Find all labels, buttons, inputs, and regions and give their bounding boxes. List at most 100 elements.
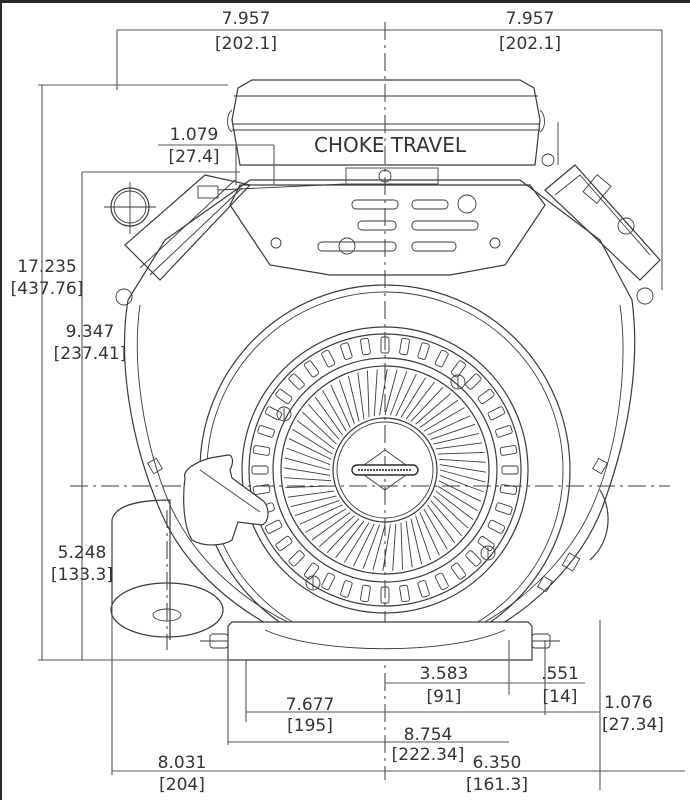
dim-8031: 8.031 [204]	[158, 753, 207, 795]
fan-slot	[495, 425, 513, 438]
fan-fin	[430, 423, 476, 440]
fan-fin	[322, 390, 347, 432]
fan-slot	[499, 445, 518, 456]
fan-fin	[308, 403, 340, 440]
fan-slot	[252, 484, 271, 495]
fan-fin	[294, 500, 340, 517]
fan-fin	[372, 524, 386, 571]
fan-slot	[487, 406, 506, 421]
fan-slot	[252, 445, 271, 456]
fan-fin	[433, 495, 469, 529]
svg-text:5.248: 5.248	[58, 543, 107, 563]
fan-slot	[360, 337, 371, 356]
fan-fin	[283, 467, 331, 476]
svg-text:.551: .551	[541, 664, 579, 684]
fan-slot	[495, 502, 513, 515]
fan-fin	[439, 469, 486, 483]
fan-fin	[405, 520, 413, 568]
fan-slot	[340, 580, 353, 598]
fan-slot	[450, 562, 467, 580]
svg-text:9.347: 9.347	[66, 322, 115, 342]
dimension-lines	[38, 29, 685, 790]
svg-text:[161.3]: [161.3]	[466, 775, 528, 795]
fan-slot	[264, 406, 283, 421]
fan-screw	[480, 545, 496, 561]
dim-7677: 7.677 [195]	[286, 695, 335, 736]
fan-fin	[419, 512, 440, 556]
fan-slot	[477, 388, 495, 405]
fan-fin	[439, 474, 484, 493]
fan-fin	[373, 369, 378, 417]
fan-slot	[501, 465, 519, 475]
fan-slot	[434, 572, 449, 591]
fan-fin	[367, 370, 370, 418]
fan-fin	[382, 524, 391, 572]
fan-slot	[288, 550, 305, 567]
fan-fin	[353, 523, 375, 567]
fan-slot	[321, 349, 336, 368]
fan-slot	[380, 336, 390, 354]
mounting-base	[200, 621, 560, 661]
fan-slot	[340, 342, 353, 360]
fan-fin	[400, 377, 427, 418]
fan-fin	[435, 490, 474, 520]
fan-fin	[438, 458, 486, 463]
svg-text:7.957: 7.957	[506, 9, 555, 29]
svg-text:7.957: 7.957	[222, 9, 271, 29]
fan-slots	[251, 336, 519, 604]
recoil-fan	[241, 326, 529, 614]
fan-slot	[417, 342, 430, 360]
svg-text:1.079: 1.079	[170, 125, 219, 145]
dim-3583: 3.583 [91]	[420, 664, 469, 707]
dim-choke-travel: 1.079 [27.4]	[168, 125, 219, 167]
svg-text:[91]: [91]	[427, 687, 462, 707]
svg-text:7.677: 7.677	[286, 695, 335, 715]
fan-slot	[288, 373, 305, 390]
fan-fin	[343, 522, 370, 563]
svg-text:[195]: [195]	[287, 716, 333, 736]
svg-text:[27.4]: [27.4]	[168, 147, 219, 167]
fan-fin	[285, 485, 333, 488]
fan-slot	[487, 519, 506, 534]
dim-top-right-width: 7.957 [202.1]	[499, 9, 561, 54]
svg-text:[27.34]: [27.34]	[602, 715, 664, 735]
fan-fin	[296, 420, 335, 450]
fan-slot	[251, 465, 269, 475]
starter-handle	[183, 454, 269, 546]
fan-fin	[439, 464, 487, 473]
fan-fin	[427, 415, 471, 436]
choke-travel-label: CHOKE TRAVEL	[314, 133, 467, 157]
starter-motor	[110, 499, 224, 650]
fan-fin	[287, 490, 335, 498]
fan-slot	[450, 360, 467, 378]
svg-text:3.583: 3.583	[420, 664, 469, 684]
right-bracket	[541, 122, 661, 305]
fan-fin	[423, 508, 448, 550]
fan-fin	[405, 381, 435, 420]
fan-fin	[286, 447, 331, 466]
fan-slot	[399, 584, 410, 603]
svg-text:[437.76]: [437.76]	[11, 279, 84, 299]
svg-text:[202.1]: [202.1]	[499, 34, 561, 54]
fan-fin	[305, 508, 347, 533]
fan-fin	[284, 457, 331, 471]
right-fittings	[147, 457, 609, 593]
svg-text:[222.34]: [222.34]	[392, 745, 465, 765]
control-panel	[229, 167, 546, 276]
fan-slot	[477, 535, 495, 552]
fan-fin	[438, 480, 482, 502]
fan-fin	[400, 522, 403, 570]
fan-slot	[499, 484, 518, 495]
dim-base-thickness: 1.076 [27.34]	[602, 693, 664, 735]
fan-fin	[290, 495, 337, 508]
svg-text:[204]: [204]	[159, 775, 205, 795]
dim-shaft-to-top: 9.347 [237.41]	[54, 322, 127, 364]
dim-8754: 8.754 [222.34]	[392, 725, 465, 765]
fan-slot	[275, 535, 293, 552]
fan-slot	[417, 580, 430, 598]
fan-fin	[392, 523, 397, 571]
fan-fin	[357, 372, 365, 420]
fan-fin	[410, 518, 423, 565]
